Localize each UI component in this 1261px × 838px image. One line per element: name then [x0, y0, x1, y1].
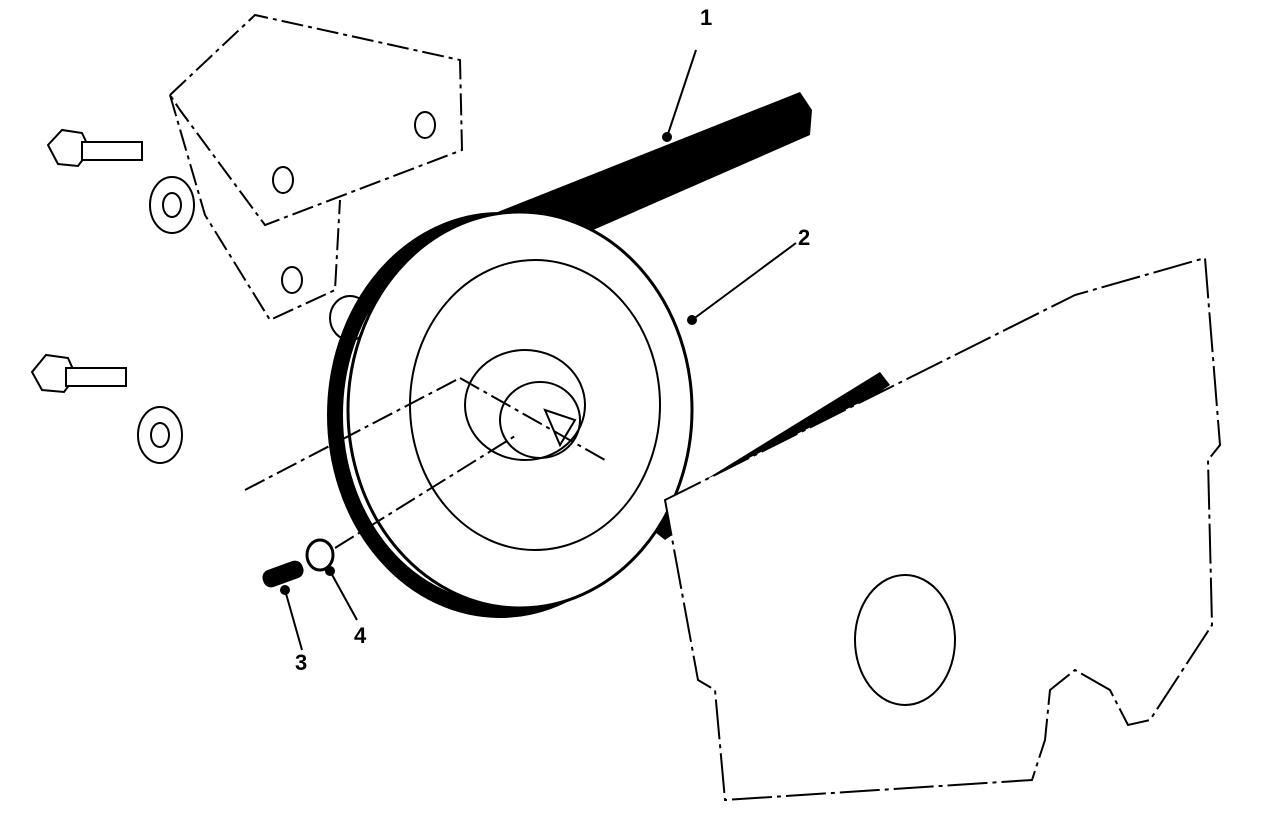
- bolt-upper: [46, 128, 195, 234]
- callout-3: 3: [295, 650, 307, 675]
- callout-2: 2: [798, 225, 810, 250]
- belt-guard: [663, 256, 1222, 802]
- nut: [305, 538, 335, 572]
- set-screw: [262, 560, 304, 588]
- callout-4: 4: [354, 623, 367, 648]
- pulley: [244, 210, 694, 618]
- callout-1: 1: [700, 5, 712, 30]
- bracket: [168, 13, 464, 322]
- callout-leaders: [280, 49, 797, 651]
- bolt-lower: [30, 353, 183, 464]
